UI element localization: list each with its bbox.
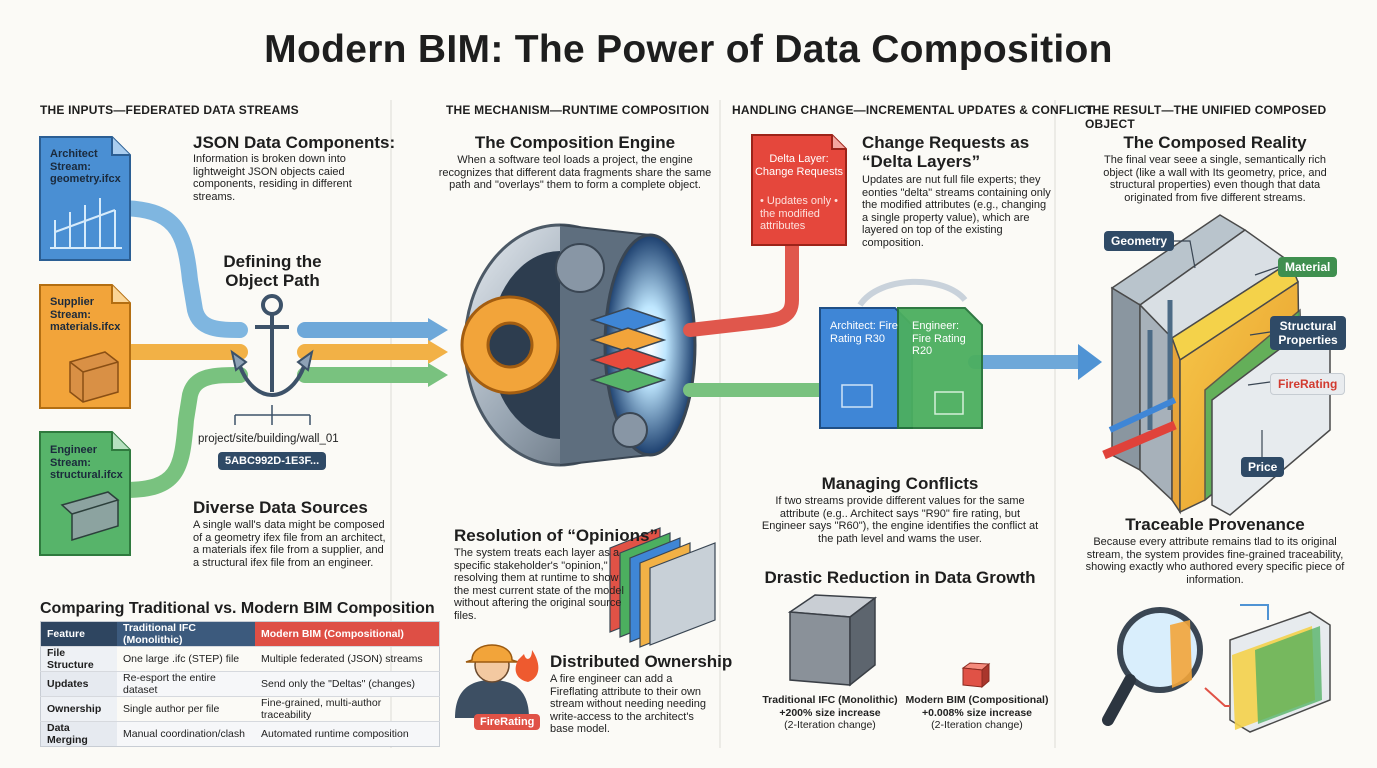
conflict-loop: [857, 278, 968, 307]
column-header: Traditional IFC (Monolithic): [117, 621, 255, 647]
page-title: Modern BIM: The Power of Data Compositio…: [264, 28, 1113, 71]
table-cell: Re-esport the entire dataset: [117, 671, 255, 697]
table-cell: Send only the "Deltas" (changes): [255, 671, 440, 697]
composition-engine-illustration: [460, 223, 697, 467]
architect-conflict-card: [819, 307, 913, 429]
anchor-icon: [230, 294, 314, 398]
supplier-document-icon: [39, 284, 131, 409]
json-components-heading: JSON Data Components:: [193, 133, 396, 152]
comparison-table-title: Comparing Traditional vs. Modern BIM Com…: [40, 600, 435, 617]
modern-growth-note: (2-Iteration change): [931, 719, 1023, 731]
delta-layer-card: [751, 134, 847, 246]
architect-stream-label: Architect Stream: geometry.ifcx: [50, 148, 121, 185]
table-cell: Fine-grained, multi-author traceability: [255, 696, 440, 722]
composition-engine-text: When a software teol loads a project, th…: [438, 154, 712, 191]
delta-layer-title: Delta Layer: Change Requests: [754, 153, 844, 178]
table-cell: Data Merging: [40, 721, 117, 747]
column-header: Modern BIM (Compositional): [255, 621, 440, 647]
comparison-table: Feature Traditional IFC (Monolithic) Mod…: [40, 621, 440, 747]
modern-growth-label: Modern BIM (Compositional) +0.008% size …: [902, 694, 1052, 732]
traditional-growth-label: Traditional IFC (Monolithic) +200% size …: [755, 694, 905, 732]
traditional-size-cube: [787, 594, 878, 687]
diverse-sources-heading: Diverse Data Sources: [193, 498, 368, 517]
table-row: Updates Re-esport the entire dataset Sen…: [40, 671, 440, 697]
table-cell: Manual coordination/clash: [117, 721, 255, 747]
wall-label-structural: Structural Properties: [1270, 316, 1346, 350]
architect-document-icon: [39, 136, 131, 261]
table-cell: Multiple federated (JSON) streams: [255, 646, 440, 672]
table-cell: Single author per file: [117, 696, 255, 722]
firerating-badge: FireRating: [474, 714, 541, 730]
managing-conflicts-heading: Managing Conflicts: [821, 474, 979, 493]
wall-label-firerating: FireRating: [1270, 373, 1346, 395]
engineer-document-icon: [39, 431, 131, 556]
table-cell: Automated runtime composition: [255, 721, 440, 747]
section-mechanism-heading: THE MECHANISM—RUNTIME COMPOSITION: [446, 103, 710, 117]
section-inputs-heading: THE INPUTS—FEDERATED DATA STREAMS: [40, 103, 299, 117]
magnifier-provenance-icon: [1102, 604, 1331, 733]
table-cell: Updates: [40, 671, 117, 697]
path-tree-icon: [234, 405, 311, 425]
section-change-heading: HANDLING CHANGE—INCREMENTAL UPDATES & CO…: [732, 103, 1094, 117]
modern-growth-value: +0.008% size increase: [921, 706, 1033, 719]
opinion-layers-icon: [609, 527, 716, 648]
supplier-stream-label: Supplier Stream: materials.ifcx: [50, 296, 121, 333]
engineer-stream-label: Engineer Stream: structural.ifcx: [50, 444, 123, 481]
table-row: Ownership Single author per file Fine-gr…: [40, 696, 440, 722]
modern-growth-title: Modern BIM (Compositional): [905, 694, 1049, 706]
ownership-text: A fire engineer can add a Fireflating at…: [550, 673, 706, 735]
delta-layer-text: • Updates only • the modified attributes: [760, 195, 839, 232]
object-path-heading: Defining the Object Path: [223, 252, 322, 290]
table-cell: File Structure: [40, 646, 117, 672]
result-arrowhead: [1078, 344, 1102, 380]
traditional-growth-value: +200% size increase: [779, 706, 881, 719]
wall-label-geometry: Geometry: [1104, 231, 1175, 251]
diverse-sources-text: A single wall's data might be composed o…: [193, 519, 386, 569]
composed-reality-text: The final vear seee a single, semantical…: [1103, 154, 1327, 204]
provenance-text: Because every attribute remains tlad to …: [1085, 536, 1345, 586]
wall-callout-lines: [1168, 240, 1279, 460]
json-components-text: Information is broken down into lightwei…: [193, 153, 352, 203]
provenance-heading: Traceable Provenance: [1125, 515, 1305, 534]
change-requests-heading: Change Requests as “Delta Layers”: [862, 133, 1030, 171]
ownership-heading: Distributed Ownership: [550, 652, 733, 671]
stream-arrowheads: [428, 318, 448, 387]
firefighter-icon: [455, 644, 539, 718]
object-path-value: project/site/building/wall_01: [198, 433, 339, 445]
wall-label-price: Price: [1241, 457, 1285, 477]
engineer-conflict-text: Engineer: Fire Rating R20: [912, 320, 966, 357]
opinions-text: The system treats each layer as a specif…: [454, 547, 624, 622]
table-row: Data Merging Manual coordination/clash A…: [40, 721, 440, 747]
wall-label-material: Material: [1278, 257, 1338, 277]
delta-flow-arrows: [683, 238, 1087, 397]
change-requests-text: Updates are nut full file experts; they …: [862, 174, 1051, 249]
object-id-badge: 5ABC992D-1E3F...: [218, 452, 327, 470]
data-growth-heading: Drastic Reduction in Data Growth: [764, 568, 1036, 587]
composition-engine-heading: The Composition Engine: [474, 133, 676, 152]
section-result-heading: THE RESULT—THE UNIFIED COMPOSED OBJECT: [1085, 103, 1327, 131]
engineer-conflict-card: [897, 307, 983, 429]
table-cell: One large .ifc (STEP) file: [117, 646, 255, 672]
managing-conflicts-text: If two streams provide different values …: [761, 495, 1039, 545]
table-cell: Ownership: [40, 696, 117, 722]
architect-conflict-text: Architect: Fire Rating R30: [830, 320, 898, 345]
column-header: Feature: [40, 621, 117, 647]
modern-size-cube: [961, 662, 991, 689]
composed-reality-heading: The Composed Reality: [1123, 133, 1307, 152]
opinions-heading: Resolution of “Opinions”: [454, 526, 658, 545]
table-row: File Structure One large .ifc (STEP) fil…: [40, 646, 440, 672]
stream-arrows: [110, 200, 438, 498]
traditional-growth-title: Traditional IFC (Monolithic): [762, 694, 898, 706]
traditional-growth-note: (2-Iteration change): [784, 719, 876, 731]
